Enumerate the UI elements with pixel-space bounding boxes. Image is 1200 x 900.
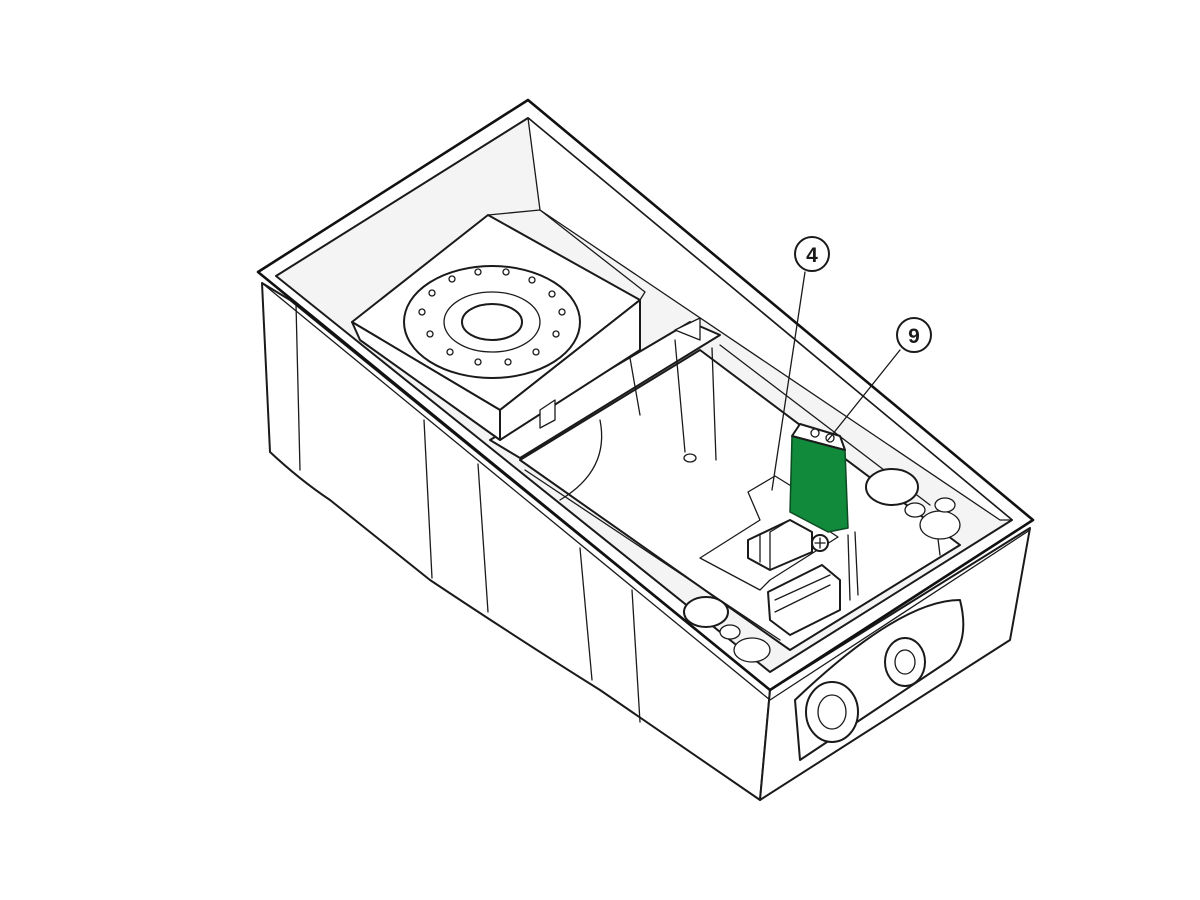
board-connector xyxy=(791,423,846,451)
knockout-right-1 xyxy=(865,468,919,506)
cable-glands xyxy=(794,599,965,761)
callout-9-leader xyxy=(827,349,901,441)
flange-center-hole xyxy=(461,303,523,341)
motor-mount xyxy=(351,209,701,441)
callout-4-circle xyxy=(794,236,830,272)
knockouts xyxy=(683,468,961,663)
base-plate xyxy=(699,475,859,636)
enclosure-interior xyxy=(489,117,1013,651)
callout-9: 9 xyxy=(827,317,932,441)
callout-9-label: 9 xyxy=(908,325,920,348)
callout-4-label: 4 xyxy=(806,244,818,267)
callout-9-circle xyxy=(896,317,932,353)
callout-4-leader xyxy=(771,271,806,491)
callout-4: 4 xyxy=(771,236,830,491)
knockout-front-1 xyxy=(683,596,729,628)
enclosure-side-left xyxy=(261,282,771,801)
circuit-board xyxy=(789,423,849,533)
flange-bolt-holes xyxy=(418,268,566,366)
